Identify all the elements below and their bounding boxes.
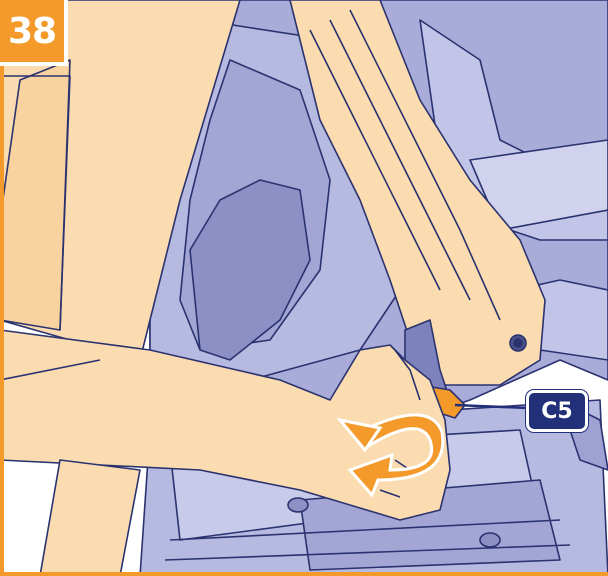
step-number-badge: 38	[0, 0, 68, 66]
part-callout-label: C5	[526, 390, 588, 432]
frame-left-border	[0, 62, 4, 576]
step-number: 38	[8, 11, 56, 52]
strap	[40, 460, 140, 576]
frame-bottom-border	[0, 572, 608, 576]
part-code: C5	[541, 399, 572, 424]
